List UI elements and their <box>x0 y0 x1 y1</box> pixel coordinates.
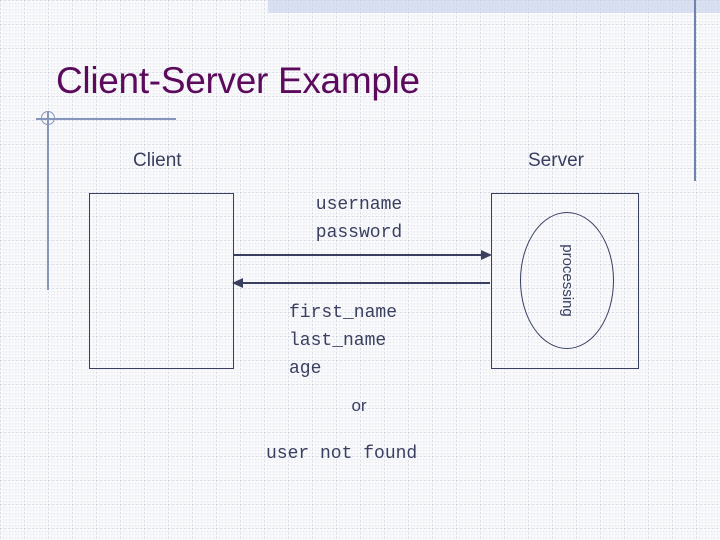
right-vertical-rule <box>694 0 696 181</box>
response-message-text: first_name last_name age <box>289 303 398 379</box>
server-box <box>491 193 639 369</box>
error-response-text: user not found <box>266 444 418 464</box>
client-column-heading: Client <box>133 150 182 171</box>
processing-label: processing <box>558 244 576 317</box>
arrow-left-icon <box>232 277 243 288</box>
client-box <box>89 193 234 369</box>
server-column-heading: Server <box>528 150 584 171</box>
title-underline <box>36 118 176 120</box>
alternative-separator-label: or <box>351 396 367 415</box>
processing-label-wrap: processing <box>520 212 614 349</box>
processing-ellipse <box>520 212 614 349</box>
title-vertical-stem <box>47 112 49 290</box>
top-decorative-band <box>268 0 720 13</box>
request-arrow-line <box>233 254 485 257</box>
arrow-right-icon <box>481 249 492 260</box>
page-title: Client-Server Example <box>56 60 420 101</box>
request-message-text: username password <box>315 195 403 243</box>
response-arrow-line <box>243 282 490 285</box>
